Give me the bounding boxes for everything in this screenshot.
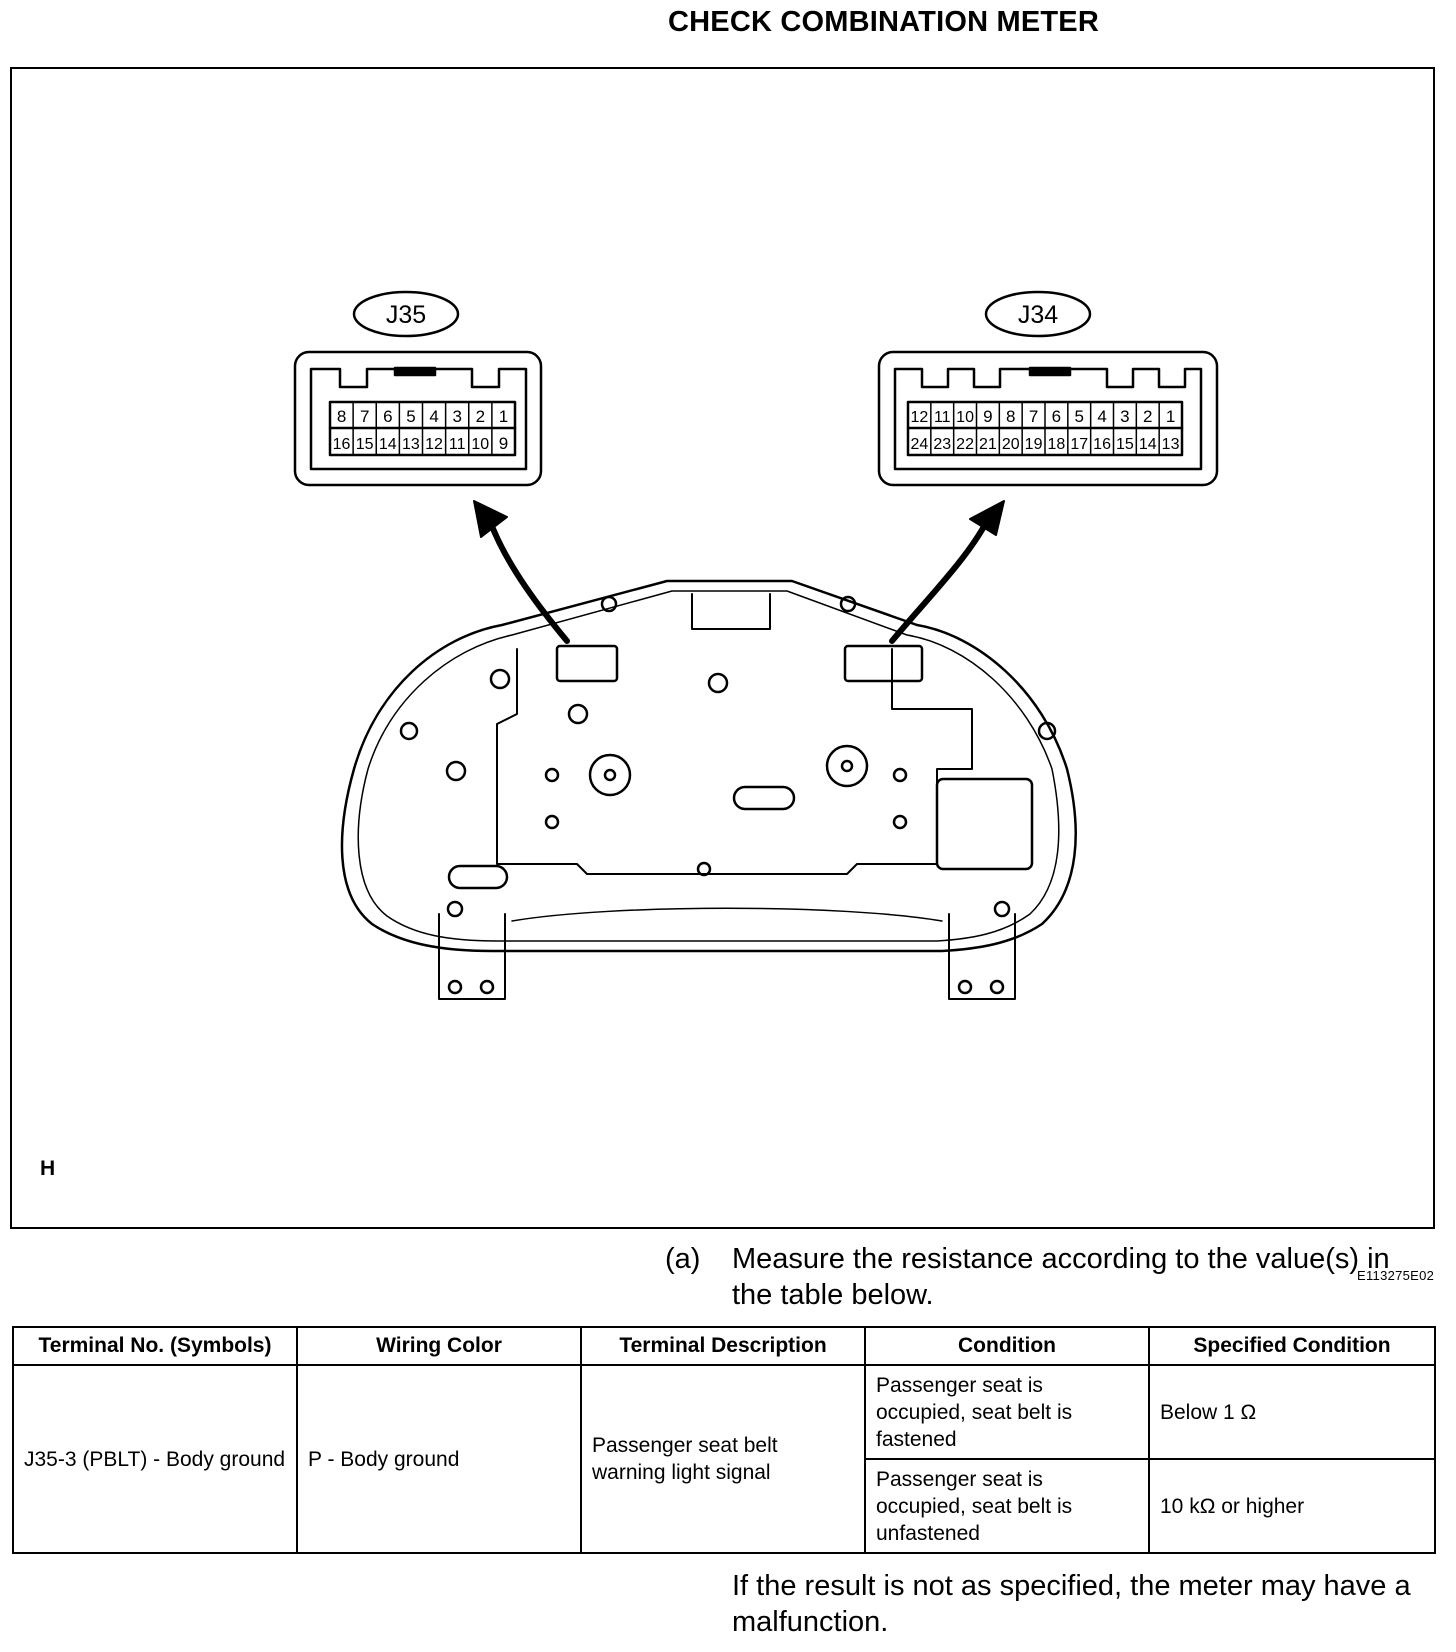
header-condition: Condition [864, 1326, 1150, 1366]
terminal-number: 16 [333, 436, 351, 453]
header-terminal-description: Terminal Description [580, 1326, 866, 1366]
terminal-number: 19 [1025, 436, 1043, 453]
terminal-number: 18 [1048, 436, 1066, 453]
terminal-number: 8 [1006, 407, 1015, 426]
arrow-to-j35 [473, 500, 570, 644]
svg-text:J35: J35 [386, 301, 426, 329]
terminal-number: 21 [979, 436, 997, 453]
terminal-number: 3 [452, 407, 461, 426]
terminal-number: 5 [406, 407, 415, 426]
cell-specified-condition: Below 1 Ω [1148, 1364, 1436, 1460]
header-terminal: Terminal No. (Symbols) [12, 1326, 298, 1366]
terminal-number: 7 [360, 407, 369, 426]
header-wiring-color: Wiring Color [296, 1326, 582, 1366]
cell-condition: Passenger seat is occupied, seat belt is… [864, 1458, 1150, 1554]
terminal-number: 4 [1097, 407, 1106, 426]
step-text: Measure the resistance according to the … [732, 1243, 1390, 1311]
cell-terminal-description: Passenger seat belt warning light signal [580, 1364, 866, 1554]
terminal-number: 5 [1075, 407, 1084, 426]
terminal-number: 10 [956, 409, 974, 426]
terminal-number: 8 [337, 407, 346, 426]
connector-label-j34: J34 [984, 290, 1092, 338]
terminal-number: 16 [1093, 436, 1111, 453]
terminal-number: 9 [983, 407, 992, 426]
terminal-number: 10 [471, 436, 489, 453]
terminal-number: 12 [911, 409, 929, 426]
terminal-number: 13 [402, 436, 420, 453]
terminal-number: 4 [429, 407, 438, 426]
connector-label-j35: J35 [352, 290, 460, 338]
terminal-number: 17 [1070, 436, 1088, 453]
terminal-number: 15 [1116, 436, 1134, 453]
terminal-number: 15 [356, 436, 374, 453]
view-letter: H [40, 1157, 56, 1180]
combination-meter-body [340, 579, 1077, 1000]
terminal-number: 1 [499, 407, 508, 426]
page-title: CHECK COMBINATION METER [668, 6, 1099, 38]
resistance-spec-table: Terminal No. (Symbols) Wiring Color Term… [12, 1326, 1436, 1554]
step-marker: (a) [665, 1243, 701, 1275]
cell-specified-condition: 10 kΩ or higher [1148, 1458, 1436, 1554]
terminal-number: 3 [1120, 407, 1129, 426]
terminal-number: 14 [1139, 436, 1157, 453]
terminal-number: 20 [1002, 436, 1020, 453]
terminal-number: 2 [476, 407, 485, 426]
terminal-number: 6 [1052, 407, 1061, 426]
figure-code: E113275E02 [1357, 1268, 1435, 1283]
header-specified-condition: Specified Condition [1148, 1326, 1436, 1366]
arrow-to-j34 [889, 500, 1005, 644]
terminal-number: 11 [449, 436, 466, 453]
terminal-number: 13 [1162, 436, 1180, 453]
svg-text:J34: J34 [1018, 301, 1058, 329]
table-header-row: Terminal No. (Symbols) Wiring Color Term… [12, 1326, 1436, 1366]
terminal-number: 23 [933, 436, 951, 453]
terminal-number: 2 [1143, 407, 1152, 426]
table-row: J35-3 (PBLT) - Body ground P - Body grou… [12, 1364, 1436, 1554]
terminal-number: 12 [425, 436, 443, 453]
terminal-number: 9 [499, 434, 508, 453]
terminal-number: 24 [911, 436, 929, 453]
terminal-number: 22 [956, 436, 974, 453]
table-row: Passenger seat is occupied, seat belt is… [13, 1458, 1436, 1554]
terminal-number: 14 [379, 436, 397, 453]
terminal-number: 6 [383, 407, 392, 426]
terminal-number: 1 [1166, 407, 1175, 426]
cell-condition: Passenger seat is occupied, seat belt is… [864, 1364, 1150, 1460]
terminal-number: 11 [934, 409, 951, 426]
result-note: If the result is not as specified, the m… [732, 1570, 1411, 1638]
cell-wiring-color: P - Body ground [296, 1364, 582, 1554]
cell-terminal: J35-3 (PBLT) - Body ground [12, 1364, 298, 1554]
terminal-number: 7 [1029, 407, 1038, 426]
